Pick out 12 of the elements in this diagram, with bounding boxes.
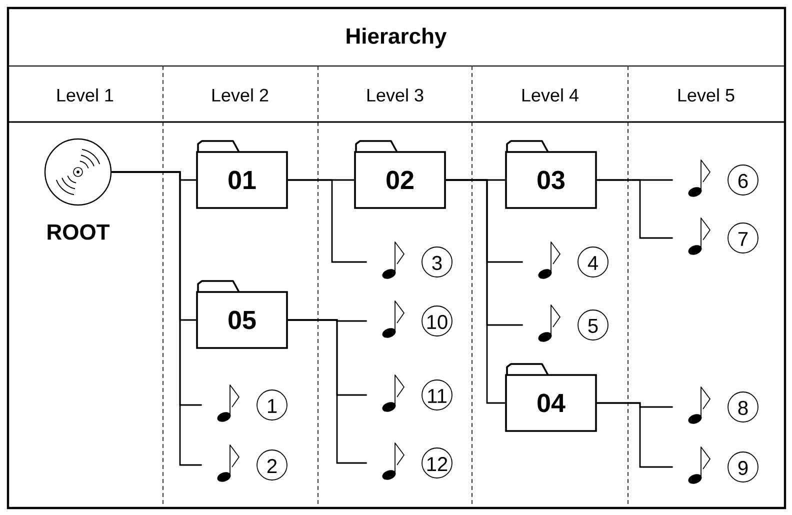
column-header: Level 4 [522, 88, 578, 102]
connector-line [446, 179, 506, 404]
column-header: Level 2 [212, 88, 268, 102]
column-header: Level 3 [367, 88, 424, 102]
column-header: Level 5 [678, 88, 734, 102]
connector-line [112, 171, 202, 466]
connector-line [288, 179, 367, 263]
title: Hierarchy [346, 28, 447, 48]
connector-line [288, 319, 367, 464]
column-header: Level 1 [57, 88, 114, 102]
connector-line [596, 179, 673, 239]
connector-line [596, 402, 673, 468]
